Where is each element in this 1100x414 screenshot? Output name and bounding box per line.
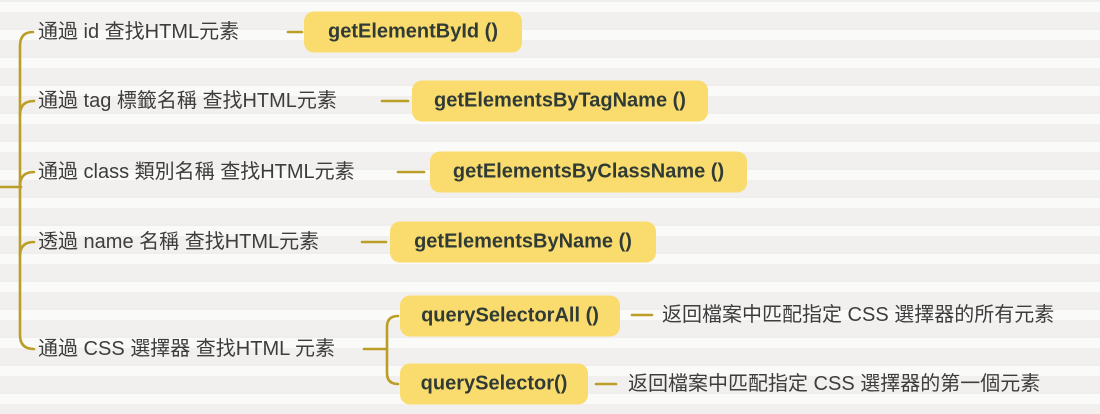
fork-bracket (385, 314, 400, 386)
method-node-getelementsbyclassname[interactable]: getElementsByClassName () (430, 151, 747, 193)
branch-label-id[interactable]: 通過 id 查找HTML元素 (38, 21, 240, 43)
method-node-queryselector[interactable]: querySelector() (400, 363, 588, 405)
description-queryselectorall[interactable]: 返回檔案中匹配指定 CSS 選擇器的所有元素 (662, 304, 1055, 326)
branch-label-tag[interactable]: 通過 tag 標籤名稱 查找HTML元素 (38, 90, 337, 112)
method-node-getelementsbytagname[interactable]: getElementsByTagName () (412, 80, 708, 122)
branch-label-css[interactable]: 通過 CSS 選擇器 查找HTML 元素 (38, 338, 336, 360)
branch-label-name[interactable]: 透過 name 名稱 查找HTML元素 (38, 231, 320, 253)
trunk-line (18, 30, 36, 351)
method-node-queryselectorall[interactable]: querySelectorAll () (400, 295, 620, 337)
branch-hook-class (18, 170, 36, 188)
method-node-getelementbyid[interactable]: getElementById () (304, 11, 522, 53)
branch-hook-name (18, 240, 36, 258)
branch-hook-tag (18, 99, 36, 117)
method-node-getelementsbyname[interactable]: getElementsByName () (390, 221, 656, 263)
description-queryselector[interactable]: 返回檔案中匹配指定 CSS 選擇器的第一個元素 (628, 373, 1041, 395)
branch-label-class[interactable]: 通過 class 類別名稱 查找HTML元素 (38, 161, 355, 183)
